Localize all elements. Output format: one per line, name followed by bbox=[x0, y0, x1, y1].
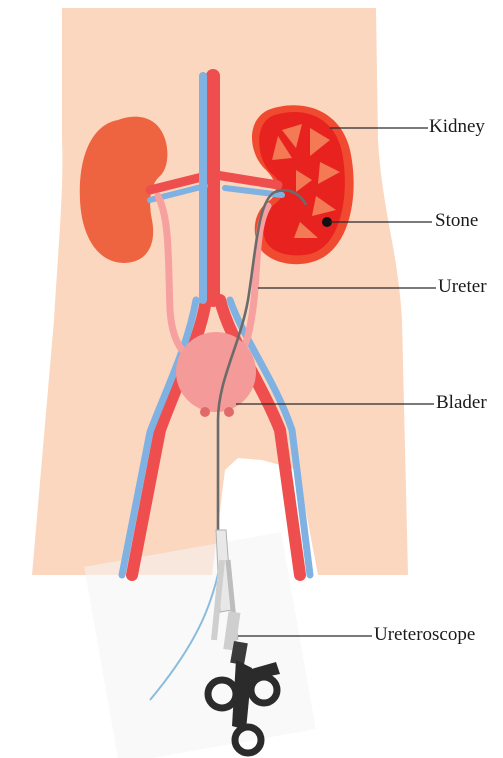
label-ureter: Ureter bbox=[438, 277, 487, 297]
bladder bbox=[176, 332, 256, 412]
scope-backdrop bbox=[84, 532, 316, 758]
label-bladder: Blader bbox=[436, 393, 487, 413]
bladder-orifice-right bbox=[224, 407, 234, 417]
label-stone: Stone bbox=[435, 211, 478, 231]
bladder-orifice-left bbox=[200, 407, 210, 417]
label-ureteroscope: Ureteroscope bbox=[374, 625, 475, 645]
label-kidney: Kidney bbox=[429, 117, 485, 137]
